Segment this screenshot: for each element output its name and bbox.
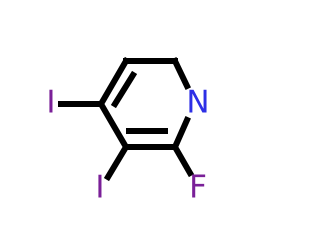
bond-c4-c5-inner [110,70,138,109]
atom-label-iodine-3: I [95,170,104,206]
bond-c4-c5-outer [96,56,131,109]
atom-label-fluorine: F [189,170,207,206]
molecule-structure-svg: N F I I [46,56,210,206]
bond-c2-fluorine [170,142,195,178]
molecule-diagram-canvas: N F I I [46,56,210,206]
bond-c3-c4 [96,99,131,152]
bond-n1-c2 [171,116,191,151]
bond-c6-n1 [170,56,192,91]
atom-label-iodine-4: I [46,85,55,121]
atom-label-nitrogen: N [186,85,209,121]
bond-c3-iodine [103,142,131,182]
